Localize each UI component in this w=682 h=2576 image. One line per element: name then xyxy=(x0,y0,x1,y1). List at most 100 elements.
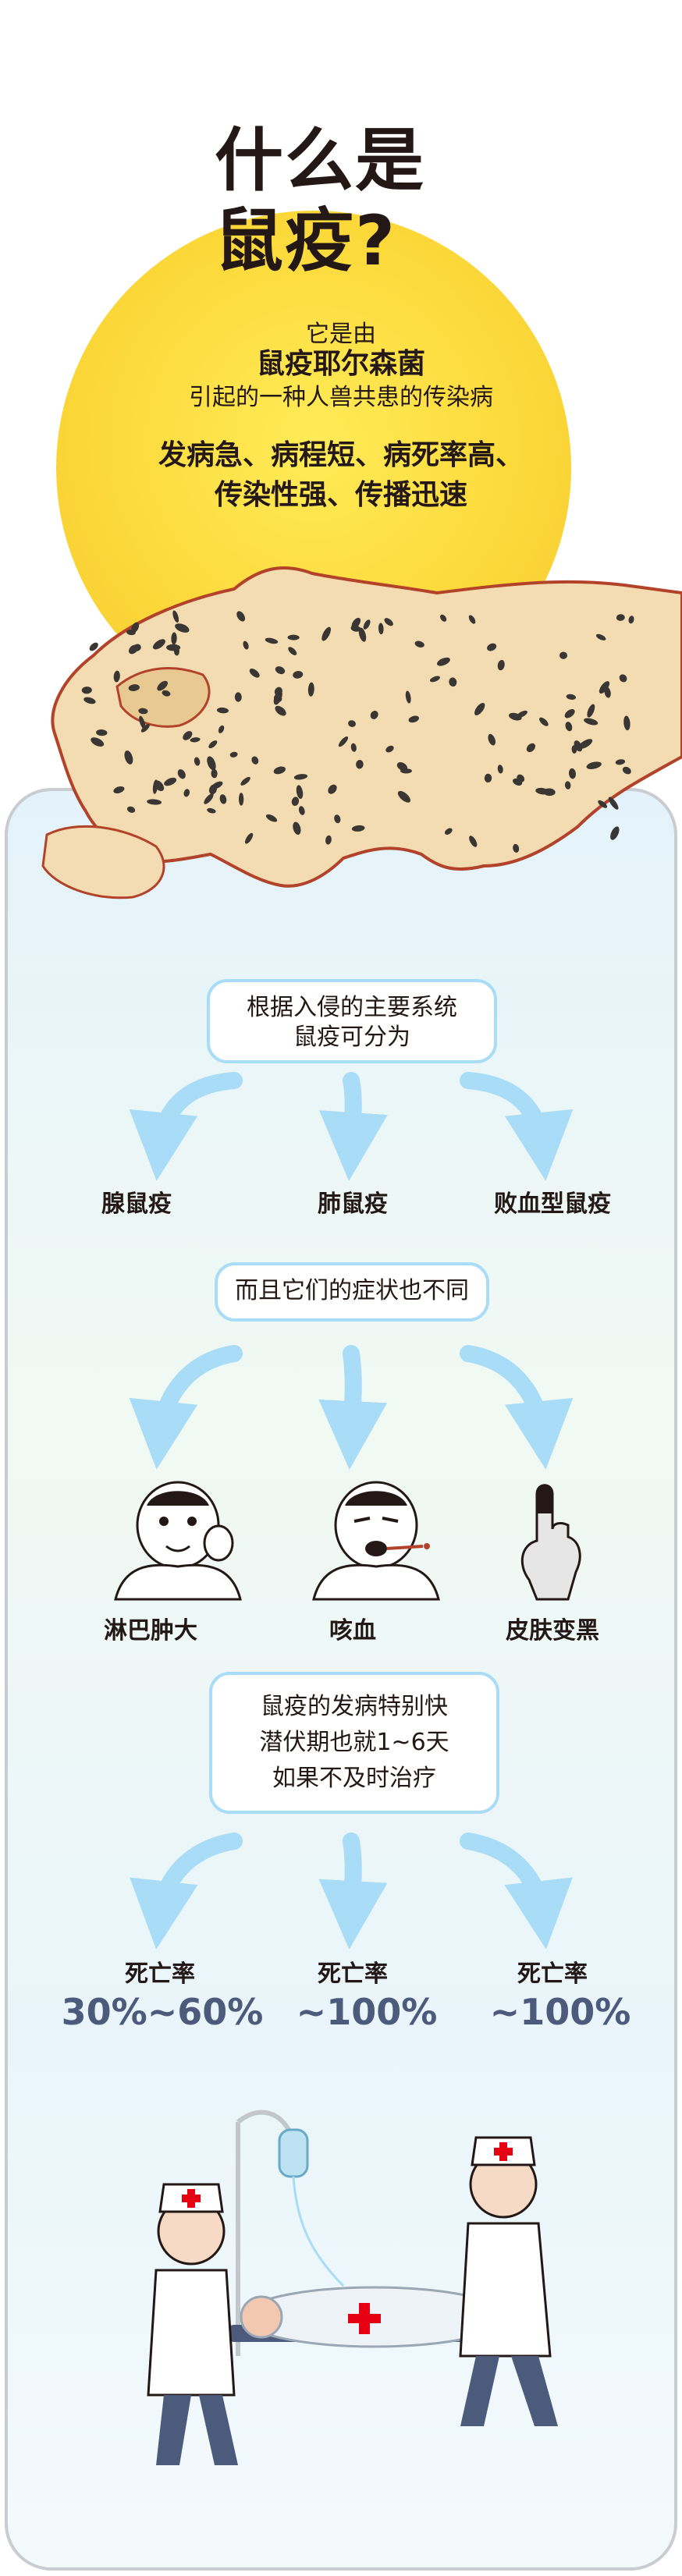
rat-mark xyxy=(513,843,520,853)
rat-mark xyxy=(288,647,297,655)
rat-mark xyxy=(397,790,411,803)
types-bubble-line1: 根据入侵的主要系统 xyxy=(247,994,457,1021)
rat-mark xyxy=(338,736,349,747)
rat-mark xyxy=(526,743,536,753)
rat-mark xyxy=(566,694,576,700)
rat-mark xyxy=(622,766,631,775)
rat-mark xyxy=(328,784,337,794)
rat-mark xyxy=(474,703,485,715)
rat-mark xyxy=(243,640,249,650)
rat-mark xyxy=(126,629,136,636)
rat-mark xyxy=(245,832,254,844)
rat-mark xyxy=(89,642,98,651)
rat-mark xyxy=(351,617,361,629)
rat-mark xyxy=(619,674,627,683)
rat-mark xyxy=(291,797,300,807)
rat-mark xyxy=(113,786,125,793)
rat-mark xyxy=(565,722,573,732)
incubation-line2: 潜伏期也就1~6天 xyxy=(259,1729,449,1756)
rat-mark xyxy=(166,644,181,651)
rat-mark xyxy=(113,670,120,683)
rat-mark xyxy=(234,692,242,702)
rat-mark xyxy=(207,756,216,771)
rat-mark xyxy=(296,785,304,799)
rat-mark xyxy=(468,615,476,624)
features-line1: 发病急、病程短、病死率高、 xyxy=(158,439,524,471)
rat-mark xyxy=(138,708,148,715)
rat-mark xyxy=(293,821,301,836)
rat-mark xyxy=(497,659,505,671)
rat-mark xyxy=(334,814,341,824)
rat-mark xyxy=(194,757,201,766)
pathogen-name: 鼠疫耶尔森菌 xyxy=(256,348,425,380)
rat-mark xyxy=(172,610,179,623)
rat-mark xyxy=(363,619,371,630)
rat-mark xyxy=(81,687,92,694)
symptom-lymph: 淋巴肿大 xyxy=(104,1617,197,1645)
rat-mark xyxy=(240,776,250,786)
rat-mark xyxy=(293,671,304,679)
rat-mark xyxy=(190,737,201,743)
rat-mark xyxy=(437,657,450,666)
rat-mark xyxy=(162,690,171,697)
rat-mark xyxy=(484,773,492,783)
rat-mark xyxy=(608,797,619,810)
rat-mark xyxy=(229,751,238,758)
page-title-line2: 鼠疫? xyxy=(215,200,397,281)
intro-description: 引起的一种人兽共患的传染病 xyxy=(189,384,493,411)
rat-mark xyxy=(124,750,133,765)
rat-mark xyxy=(586,761,602,769)
rat-mark xyxy=(177,769,186,779)
symptoms-bubble: 而且它们的症状也不同 xyxy=(215,1262,489,1322)
rat-mark xyxy=(599,681,610,694)
rat-mark xyxy=(610,826,620,840)
rat-mark xyxy=(574,740,583,752)
rat-mark xyxy=(564,781,571,789)
rat-mark xyxy=(183,789,190,797)
rat-mark xyxy=(414,640,424,648)
rat-mark xyxy=(488,733,496,746)
rat-mark xyxy=(321,626,332,641)
rat-mark xyxy=(325,835,332,845)
type-pneumonic: 肺鼠疫 xyxy=(318,1190,388,1218)
rat-mark xyxy=(595,633,606,640)
rat-mark xyxy=(517,774,525,782)
rat-mark xyxy=(139,715,146,729)
rat-mark xyxy=(218,725,225,733)
rat-mark xyxy=(133,644,141,651)
rat-mark xyxy=(219,794,227,804)
rat-mark xyxy=(584,718,599,726)
rat-mark xyxy=(578,739,593,749)
rat-mark xyxy=(207,807,216,814)
rat-mark xyxy=(307,682,314,697)
rat-mark xyxy=(287,634,300,640)
rat-mark xyxy=(449,677,457,687)
rat-mark xyxy=(152,639,165,650)
rat-mark xyxy=(348,720,356,727)
rat-mark xyxy=(236,611,246,622)
rat-mark xyxy=(126,806,136,813)
incubation-line1: 鼠疫的发病特别快 xyxy=(261,1693,448,1720)
rat-mark xyxy=(623,715,630,731)
rat-mark xyxy=(293,774,308,780)
rat-mark xyxy=(408,715,419,723)
rat-mark xyxy=(164,777,177,786)
rat-mark xyxy=(91,737,105,747)
rat-mark xyxy=(211,781,223,789)
mortality-label-2: 死亡率 xyxy=(318,1960,388,1988)
rat-mark xyxy=(275,666,286,675)
mortality-label-1: 死亡率 xyxy=(125,1960,195,1988)
rat-mark xyxy=(497,765,503,774)
rat-mark xyxy=(83,697,96,704)
rat-mark xyxy=(378,623,384,635)
type-septicemic: 败血型鼠疫 xyxy=(494,1190,611,1218)
rat-mark xyxy=(628,616,634,624)
rat-mark xyxy=(429,676,440,683)
symptom-skin-black: 皮肤变黑 xyxy=(506,1617,599,1645)
incubation-bubble: 鼠疫的发病特别快 潜伏期也就1~6天 如果不及时治疗 xyxy=(209,1672,499,1814)
rat-mark xyxy=(370,711,378,719)
page-title-line1: 什么是 xyxy=(215,120,426,200)
mortality-label-3: 死亡率 xyxy=(517,1960,588,1988)
rat-mark xyxy=(350,743,357,752)
rat-mark xyxy=(211,768,218,779)
